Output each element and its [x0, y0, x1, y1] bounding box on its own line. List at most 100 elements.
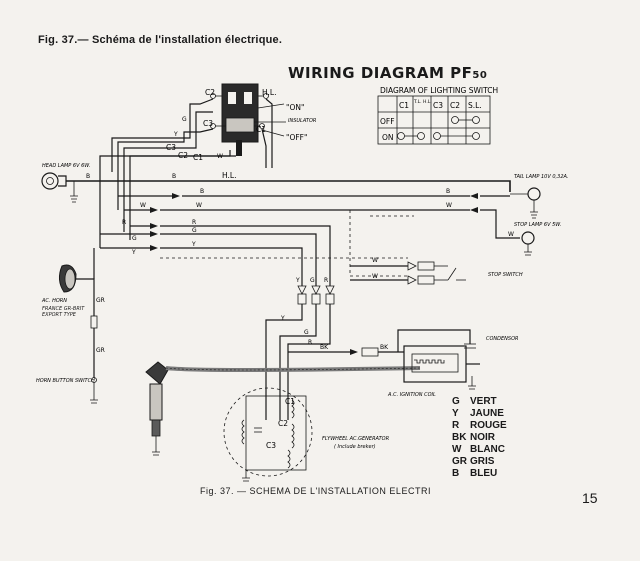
horn-wire-gr-label: GR: [96, 297, 105, 304]
wire-w-stopsw-label: W: [372, 257, 378, 264]
lighting-switch-title: DIAGRAM OF LIGHTING SWITCH: [380, 86, 498, 95]
lighting-switch-table: DIAGRAM OF LIGHTING SWITCH C1 T.L. H.L. …: [377, 86, 498, 145]
legend-row: Y JAUNE: [452, 408, 507, 420]
switch-insulator-label: INSULATOR: [288, 118, 316, 124]
spark-plug: [145, 361, 421, 456]
legend-name: ROUGE: [470, 420, 507, 431]
tail-lamp: TAIL LAMP 10V 0,32A.: [510, 174, 569, 219]
diagram-title: WIRING DIAGRAM PF50: [288, 64, 487, 82]
col-c3: C3: [433, 101, 443, 110]
ac-horn-label: AC. HORN: [41, 298, 67, 304]
figure-title: Fig. 37.— Schéma de l'installation élect…: [38, 34, 283, 46]
conn-g2-label: G: [304, 329, 309, 336]
page-number: 15: [582, 490, 598, 506]
wire-w-stopsw2-label: W: [372, 273, 378, 280]
generator-note: ( Include breker): [334, 444, 376, 450]
wire-c3-label: C3: [166, 143, 176, 152]
wire-c2-label: C2: [178, 151, 188, 160]
wire-b-tail2-label: B: [446, 188, 450, 195]
flywheel-generator: C1 C2 C3 FLYWHEEL AC.GENERATOR ( Include…: [223, 387, 389, 482]
wire-bk2-label: BK: [380, 344, 389, 351]
legend-row: W BLANC: [452, 444, 507, 456]
connector-block: Y G R Y G R: [265, 277, 335, 420]
switch-off-label: "OFF": [286, 133, 307, 142]
diagram-title-main: WIRING DIAGRAM PF: [288, 64, 473, 82]
legend-name: BLEU: [470, 468, 498, 479]
stop-switch-label: STOP SWITCH: [488, 272, 523, 278]
ignition-coil-label: A.C. IGNITION COIL: [387, 392, 436, 398]
legend-code: W: [452, 444, 462, 455]
row-off: OFF: [380, 117, 395, 126]
stop-switch: W W STOP SWITCH: [350, 257, 523, 285]
head-lamp-label: HEAD LAMP 6V 6W.: [42, 163, 90, 169]
figure-caption: Fig. 37. — SCHEMA DE L'INSTALLATION ELEC…: [200, 486, 431, 496]
col-tl-hl: T.L. H.L.: [413, 99, 432, 105]
conn-g-label: G: [310, 277, 315, 284]
wire-g-label: G: [132, 235, 137, 242]
switch-c3-label: C3: [203, 119, 213, 128]
legend-name: BLANC: [470, 444, 505, 455]
lighting-switch: C2 H.L. C3 C1 "ON" INSULATOR "OFF" G Y: [173, 83, 316, 156]
wire-c1-label: C1: [193, 153, 203, 162]
gen-c1-label: C1: [285, 397, 295, 406]
tail-lamp-label: TAIL LAMP 10V 0,32A.: [514, 174, 569, 180]
col-c2: C2: [450, 101, 460, 110]
legend-name: NOIR: [470, 432, 495, 443]
legend-name: GRIS: [470, 456, 495, 467]
legend-code: G: [452, 396, 460, 407]
switch-y-label: Y: [173, 131, 178, 138]
diagram-title-model: 50: [472, 70, 488, 81]
wire-w-stop2-label: W: [196, 202, 202, 209]
condensor-label: CONDENSOR: [486, 336, 519, 342]
condensor: CONDENSOR: [404, 329, 519, 349]
wire-g2-label: G: [192, 227, 197, 234]
col-sl: S.L.: [468, 101, 482, 110]
switch-c2-label: C2: [205, 88, 215, 97]
bk-wire: BK BK: [288, 329, 404, 357]
legend-code: Y: [452, 408, 459, 419]
gen-c3-label: C3: [266, 441, 276, 450]
generator-label: FLYWHEEL AC.GENERATOR: [322, 436, 389, 442]
legend-name: VERT: [470, 396, 497, 407]
wire-y2-label: Y: [191, 241, 196, 248]
legend-name: JAUNE: [470, 408, 504, 419]
wire-b-mid-label: B: [172, 173, 176, 180]
switch-c1-label: C1: [256, 125, 266, 134]
gen-c2-label: C2: [278, 419, 288, 428]
wire-w-stop3-label: W: [446, 202, 452, 209]
wire-w-stoplamp-label: W: [508, 231, 514, 238]
horn-note-box: FRANCE GR-BRIT EXPORT TYPE: [42, 306, 85, 318]
conn-y-label: Y: [295, 277, 300, 284]
legend-row: R ROUGE: [452, 420, 507, 432]
wire-w-stop-label: W: [140, 202, 146, 209]
conn-r-label: R: [324, 277, 328, 284]
legend-code: R: [452, 420, 460, 431]
wire-hl-label: H.L.: [222, 171, 236, 180]
conn-y2-label: Y: [280, 315, 285, 322]
switch-hl-label: H.L.: [262, 88, 276, 97]
ignition-coil: A.C. IGNITION COIL: [387, 345, 480, 398]
horn-note-label: FRANCE GR-BRIT EXPORT TYPE: [42, 306, 85, 318]
legend-code: GR: [452, 456, 467, 467]
legend-row: G VERT: [452, 396, 507, 408]
row-on: ON: [382, 133, 394, 142]
wire-y-label: Y: [131, 249, 136, 256]
col-c1: C1: [399, 101, 409, 110]
ac-horn: GR AC. HORN FRANCE GR-BRIT EXPORT TYPE G…: [36, 248, 105, 404]
horn-button-label: HORN BUTTON SWITCH: [36, 378, 95, 384]
wire-b-head-label: B: [86, 173, 90, 180]
legend-row: B BLEU: [452, 468, 507, 480]
stop-lamp-label: STOP LAMP 6V 5W.: [514, 222, 561, 228]
legend-code: B: [452, 468, 460, 479]
wire-b-tail-label: B: [200, 188, 204, 195]
legend-code: BK: [452, 432, 467, 443]
horn-wire-gr2-label: GR: [96, 347, 105, 354]
wire-w-sw-label: W: [217, 153, 223, 160]
stop-lamp: STOP LAMP 6V 5W. W: [508, 222, 561, 256]
wire-bk-label: BK: [320, 344, 329, 351]
switch-harness: C3 C2 C1 W: [99, 98, 273, 248]
